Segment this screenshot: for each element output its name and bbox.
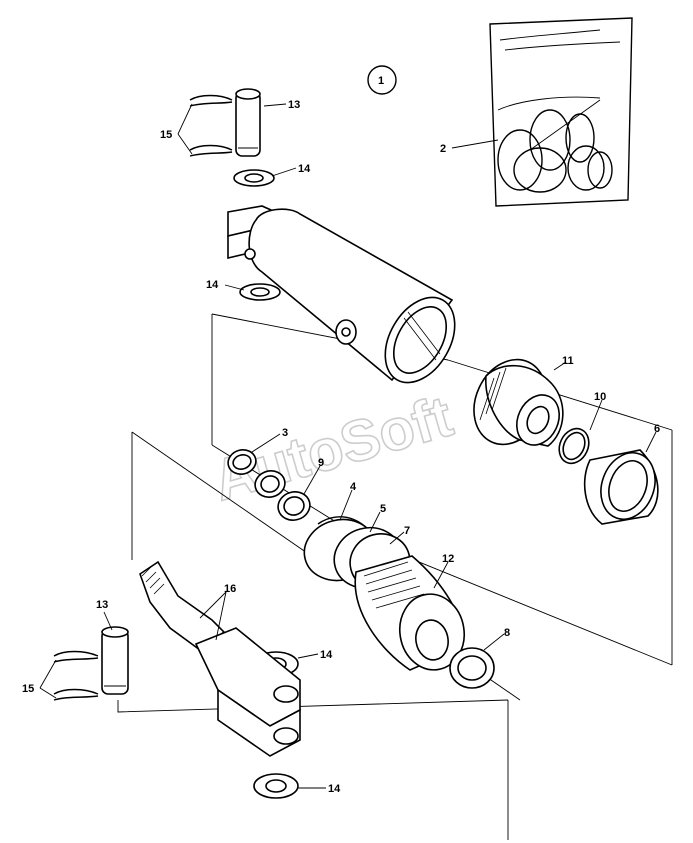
callout-5: 5 — [380, 503, 386, 515]
gland-12 — [354, 555, 465, 671]
callout-7: 7 — [404, 525, 410, 537]
seal-9 — [277, 491, 311, 521]
callout-15-bottom: 15 — [22, 683, 34, 695]
callout-8: 8 — [504, 627, 510, 639]
callout-13-bottom: 13 — [96, 599, 108, 611]
gland-nut — [473, 358, 564, 447]
clip-top — [189, 94, 233, 157]
wiper-8 — [449, 647, 495, 689]
callout-13-top: 13 — [288, 99, 300, 111]
seal-unlabeled — [254, 470, 286, 498]
callout-11: 11 — [562, 355, 574, 367]
cylinder-barrel — [227, 205, 456, 384]
watermark: AutoSoft — [206, 384, 459, 514]
leader-lines — [39, 103, 657, 789]
callout-14-a: 14 — [298, 163, 311, 175]
callout-16: 16 — [224, 583, 236, 595]
bushing-6 — [583, 449, 659, 525]
callout-6: 6 — [654, 423, 660, 435]
callout-14-b: 14 — [206, 279, 219, 291]
washer-top — [233, 169, 275, 187]
pin-bottom — [101, 626, 129, 695]
callout-12: 12 — [442, 553, 454, 565]
callout-10: 10 — [594, 391, 606, 403]
piston-rod — [139, 560, 301, 757]
pin-top — [235, 88, 261, 157]
callout-3: 3 — [282, 427, 288, 439]
clip-bottom — [53, 650, 99, 701]
callout-15-top: 15 — [160, 129, 172, 141]
callout-9: 9 — [318, 457, 324, 469]
seal-3 — [227, 449, 257, 475]
callout-14-d: 14 — [328, 783, 341, 795]
o-ring-10 — [558, 427, 590, 465]
washer-bottom — [253, 773, 299, 799]
callout-4: 4 — [350, 481, 357, 493]
seal-kit-bag — [489, 17, 633, 207]
callout-circle-1 — [367, 65, 397, 95]
washer-mid — [239, 283, 281, 301]
callout-2: 2 — [440, 143, 446, 155]
callout-1: 1 — [378, 75, 384, 87]
callout-14-c: 14 — [320, 649, 333, 661]
